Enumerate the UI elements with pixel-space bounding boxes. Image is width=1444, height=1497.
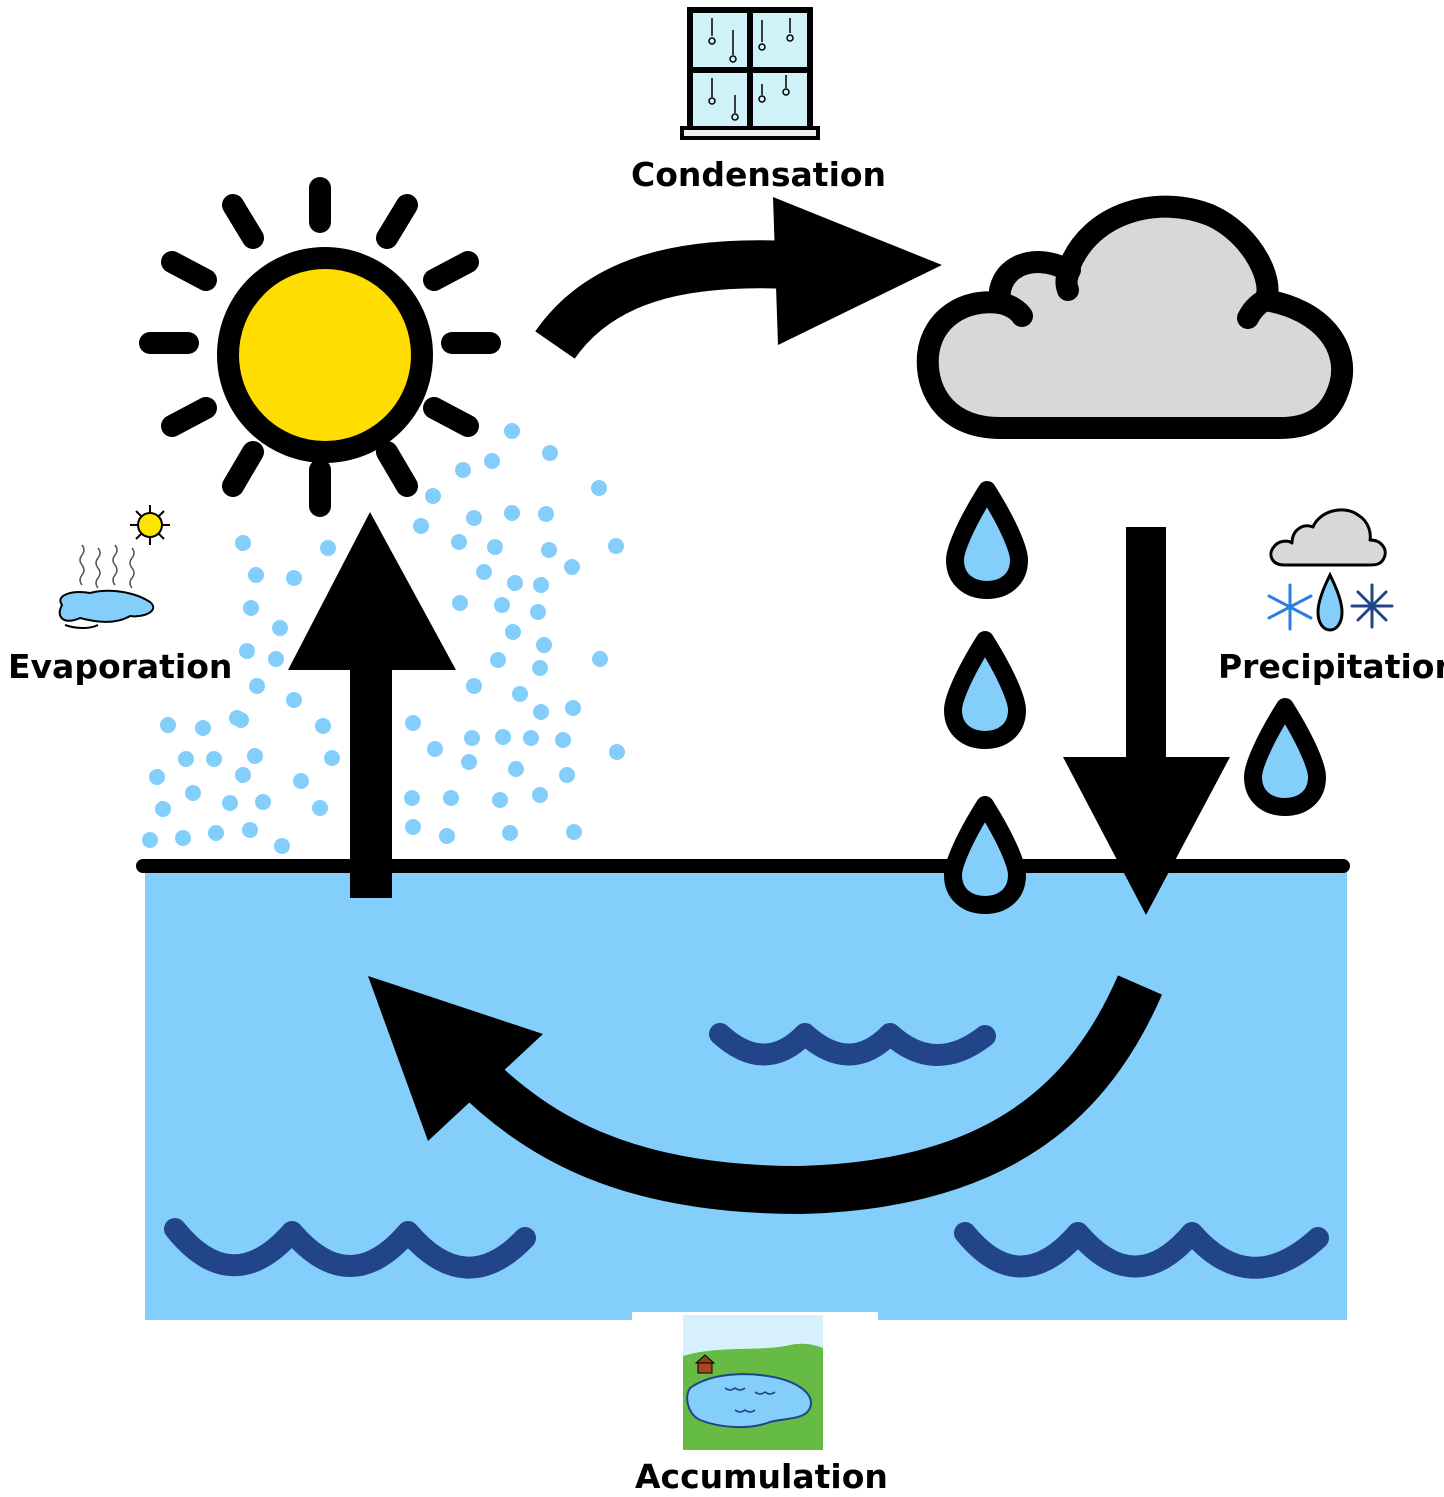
vapor-dot (425, 488, 441, 504)
vapor-dot (247, 748, 263, 764)
vapor-dot (533, 704, 549, 720)
vapor-dot (523, 730, 539, 746)
vapor-dot (466, 678, 482, 694)
vapor-dot (492, 792, 508, 808)
window-condensation-icon (682, 10, 818, 138)
evaporating-puddle-icon (60, 505, 170, 628)
vapor-dot (222, 795, 238, 811)
vapor-dot (495, 729, 511, 745)
vapor-dot (404, 790, 420, 806)
vapor-dot (504, 423, 520, 439)
vapor-dot (507, 575, 523, 591)
label-condensation: Condensation (631, 158, 886, 191)
vapor-dot (235, 767, 251, 783)
vapor-dot (175, 830, 191, 846)
vapor-dot (592, 651, 608, 667)
vapor-dot (286, 570, 302, 586)
vapor-dot (439, 828, 455, 844)
vapor-dot (504, 505, 520, 521)
vapor-dot (451, 534, 467, 550)
vapor-dot (324, 750, 340, 766)
vapor-dot (320, 540, 336, 556)
vapor-dot (208, 825, 224, 841)
vapor-dot (427, 741, 443, 757)
vapor-dot (591, 480, 607, 496)
vapor-dot (272, 620, 288, 636)
vapor-dot (464, 730, 480, 746)
lake-landscape-icon (683, 1315, 823, 1450)
label-evaporation: Evaporation (8, 650, 232, 683)
vapor-dot (533, 577, 549, 593)
vapor-dot (268, 651, 284, 667)
vapor-dot (512, 686, 528, 702)
vapor-dot (559, 767, 575, 783)
vapor-dot (443, 790, 459, 806)
vapor-dot (538, 506, 554, 522)
vapor-dot (286, 692, 302, 708)
arrow-evaporation (288, 512, 456, 898)
vapor-dot (608, 538, 624, 554)
vapor-dot (502, 825, 518, 841)
vapor-dot (452, 595, 468, 611)
vapor-dot (233, 712, 249, 728)
vapor-dot (508, 761, 524, 777)
vapor-dot (542, 445, 558, 461)
vapor-dot (405, 819, 421, 835)
vapor-dot (494, 597, 510, 613)
vapor-dot (160, 717, 176, 733)
vapor-dot (239, 643, 255, 659)
vapor-dot (142, 832, 158, 848)
vapor-dot (206, 751, 222, 767)
vapor-dot (609, 744, 625, 760)
vapor-dot (484, 453, 500, 469)
vapor-dot (536, 637, 552, 653)
vapor-dot (455, 462, 471, 478)
label-precipitation: Precipitation (1218, 650, 1444, 683)
vapor-dot (195, 720, 211, 736)
vapor-dot (530, 604, 546, 620)
vapor-dot (315, 718, 331, 734)
cloud (928, 207, 1342, 428)
vapor-dot (185, 785, 201, 801)
vapor-dot (274, 838, 290, 854)
vapor-dot (487, 539, 503, 555)
vapor-dot (505, 624, 521, 640)
vapor-dot (149, 769, 165, 785)
vapor-dot (178, 751, 194, 767)
vapor-dot (155, 801, 171, 817)
vapor-dot (565, 700, 581, 716)
raindrop (955, 490, 1019, 590)
vapor-dot (555, 732, 571, 748)
vapor-dot (405, 715, 421, 731)
vapor-dot (461, 754, 477, 770)
vapor-dot (293, 773, 309, 789)
vapor-dot (541, 542, 557, 558)
raindrop (1253, 707, 1317, 807)
cloud-snow-rain-icon (1269, 510, 1392, 630)
sun (150, 188, 490, 506)
vapor-dot (564, 559, 580, 575)
vapor-dot (466, 510, 482, 526)
label-accumulation: Accumulation (635, 1460, 888, 1493)
vapor-dot (248, 567, 264, 583)
raindrop (953, 805, 1017, 905)
vapor-dot (532, 660, 548, 676)
vapor-dot (532, 787, 548, 803)
arrow-precipitation (1063, 527, 1230, 915)
vapor-dot (490, 652, 506, 668)
vapor-dot (235, 535, 251, 551)
vapor-dot (476, 564, 492, 580)
vapor-dot (413, 518, 429, 534)
vapor-dot (243, 600, 259, 616)
vapor-dot (255, 794, 271, 810)
raindrop (953, 640, 1017, 740)
vapor-dot (566, 824, 582, 840)
vapor-dot (242, 822, 258, 838)
vapor-dot (312, 800, 328, 816)
arrow-condensation (555, 197, 942, 345)
vapor-dot (249, 678, 265, 694)
